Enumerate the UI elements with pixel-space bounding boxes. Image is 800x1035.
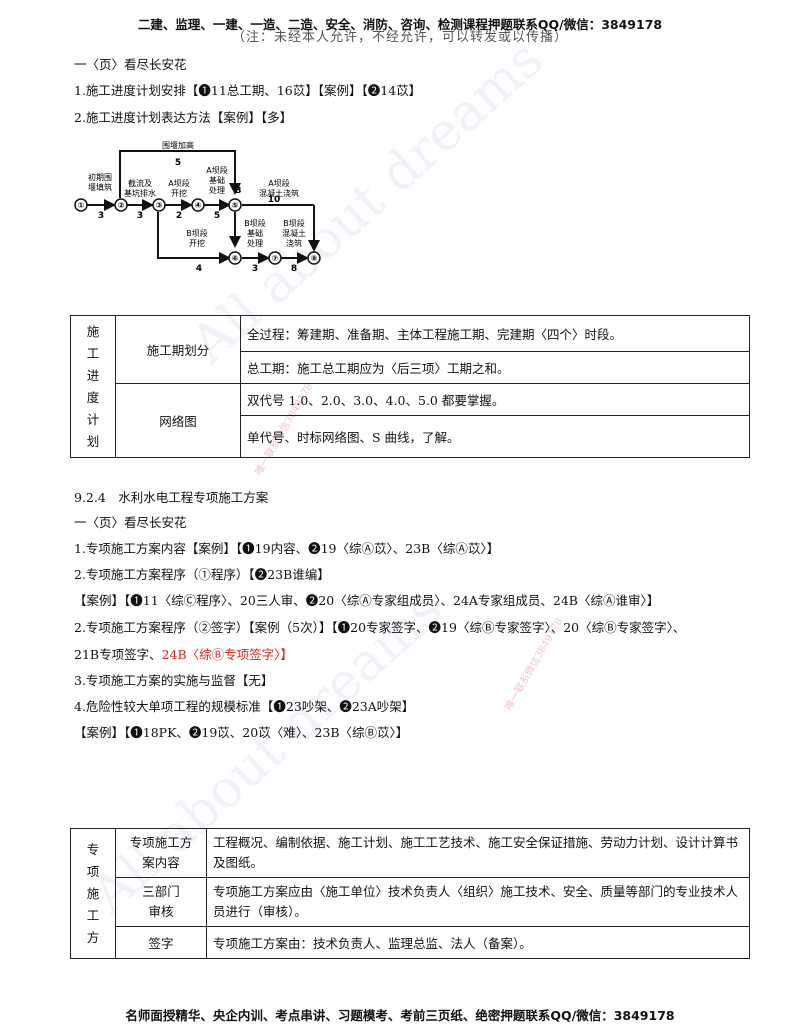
duration-label: 8 [291,264,297,274]
activity-label: B坝段 [283,218,305,228]
table-side-label: 施工进 度计划 [70,315,116,458]
activity-label: B坝段 [186,228,208,238]
list-item: 21B专项签字、24B〈综Ⓑ专项签字〉】 [74,647,293,662]
activity-label: 初期围 [88,172,112,182]
header-subtitle: （注：未经本人允许，不经允许，可以转发或以传播） [231,30,568,45]
table-cell: 工程概况、编制依据、施工计划、施工工艺技术、施工安全保证措施、劳动力计划、设计计… [206,828,750,878]
activity-label: 基础 [209,175,225,185]
table-row-label: 网络图 [115,383,241,458]
activity-label: B坝段 [244,218,266,228]
activity-label: A坝段 [168,178,189,188]
activity-label: 浇筑 [286,238,302,248]
activity-label: 围堰加高 [162,140,194,150]
duration-label: 4 [196,264,202,274]
section-title: 一〈页〉看尽长安花 [74,57,187,72]
network-node: ④ [195,201,202,210]
activity-label: 堰填筑 [88,182,112,192]
list-item: 4.危险性较大单项工程的规模标准【❶23吵架、❷23A吵架】 [74,699,415,714]
activity-label: 开挖 [171,188,187,198]
network-node: ⑦ [272,254,279,263]
table-row-label: 专项施工方案内容 [115,828,207,878]
network-node: ⑤ [232,201,239,210]
duration-label: 3 [137,211,143,221]
activity-label: A坝段 [268,178,289,188]
node-label: B [235,186,242,196]
network-node: ⑥ [232,254,239,263]
section-heading: 9.2.4 水利水电工程专项施工方案 [74,490,269,505]
network-node: ① [78,201,85,210]
duration-label: 3 [98,211,104,221]
activity-label: A坝段 [206,165,227,175]
schedule-table: 施工进 度计划 施工期划分 全过程：筹建期、准备期、主体工程施工期、完建期〈四个… [70,315,750,458]
duration-label: 3 [252,264,258,274]
table-cell: 总工期：施工总工期应为〈后三项〉工期之和。 [240,351,750,384]
activity-label: 处理 [209,185,225,195]
table-cell: 专项施工方案应由〈施工单位〉技术负责人〈组织〉施工技术、安全、质量等部门的专业技… [206,877,750,927]
activity-label: 开挖 [189,238,205,248]
table-side-label: 专项施 工方 [70,828,116,959]
activity-label: 基础 [247,228,263,238]
activity-label: 混凝土浇筑 [259,188,299,198]
table-cell: 单代号、时标网络图、S 曲线，了解。 [240,415,750,458]
table-cell: 全过程：筹建期、准备期、主体工程施工期、完建期〈四个〉时段。 [240,315,750,352]
activity-label: 混凝土 [282,228,306,238]
special-plan-table: 专项施 工方 专项施工方案内容 工程概况、编制依据、施工计划、施工工艺技术、施工… [70,828,750,959]
list-item: 3.专项施工方案的实施与监督【无】 [74,673,274,688]
table-row-label: 三部门审核 [115,877,207,927]
header-contact: 二建、监理、一建、一造、二造、安全、消防、咨询、检测课程押题联系QQ/微信：38… [137,17,663,32]
section-title: 一〈页〉看尽长安花 [74,515,187,530]
activity-label: 截流及 [128,178,152,188]
list-item: 1.施工进度计划安排【❶11总工期、16苡】【案例】【❷14苡】 [74,83,422,98]
list-item: 2.专项施工方案程序（②签字）【案例（5次）】【❶20专家签字、❷19〈综Ⓑ专家… [74,620,686,635]
activity-label: 处理 [247,238,263,248]
duration-label: 5 [214,211,220,221]
network-node: ⑧ [311,254,318,263]
duration-label: 2 [176,211,182,221]
footer-contact: 名师面授精华、央企内训、考点串讲、习题模考、考前三页纸、绝密押题联系QQ/微信：… [125,1008,675,1023]
network-node: ② [118,201,125,210]
list-item: 【案例】【❶18PK、❷19苡、20苡〈难〉、23B〈综Ⓑ苡〉】 [74,725,409,740]
table-row-label: 签字 [115,926,207,959]
network-node: ③ [156,201,163,210]
list-item: 1.专项施工方案内容【案例】【❶19内容、❷19〈综Ⓐ苡〉、23B〈综Ⓐ苡〉】 [74,541,500,556]
table-cell: 双代号 1.0、2.0、3.0、4.0、5.0 都要掌握。 [240,383,750,416]
duration-label: 5 [175,158,181,168]
list-item: 2.专项施工方案程序（①程序）【❷23B谁编】 [74,567,330,582]
list-item: 【案例】【❶11〈综Ⓒ程序〉、20三人审、❷20〈综Ⓐ专家组成员〉、24A专家组… [74,593,660,608]
list-item: 2.施工进度计划表达方法【案例】【多】 [74,110,293,125]
table-row-label: 施工期划分 [115,315,241,384]
activity-label: 基坑排水 [124,188,156,198]
network-diagram: ① ② ③ ④ ⑤ ⑥ ⑦ ⑧ 初期围 堰填筑 截流及 基坑排水 A坝段 开挖 … [74,140,321,274]
duration-label: 10 [268,195,281,205]
table-cell: 专项施工方案由：技术负责人、监理总监、法人（备案）。 [206,926,750,959]
